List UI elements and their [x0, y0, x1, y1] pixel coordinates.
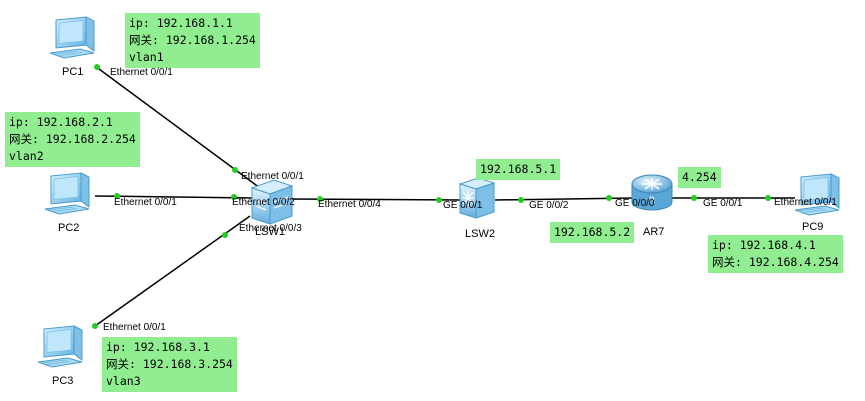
note-pc3-ip: ip: 192.168.3.1 [106, 340, 210, 354]
port-label-ar7-ge000: GE 0/0/0 [615, 198, 655, 209]
note-pc3-vlan: vlan3 [106, 374, 141, 388]
port-dot-lsw1-e001 [232, 167, 238, 173]
port-dot-lsw1-e003 [222, 232, 228, 238]
note-pc1-ip: ip: 192.168.1.1 [129, 16, 233, 30]
link-pc1-lsw1[interactable] [94, 65, 261, 189]
device-label-pc2: PC2 [58, 222, 80, 234]
note-lsw2-ip: 192.168.5.1 [476, 159, 561, 180]
port-label-pc2-e001: Ethernet 0/0/1 [114, 197, 177, 208]
note-pc2: ip: 192.168.2.1 网关: 192.168.2.254 vlan2 [5, 112, 140, 167]
link-pc3-lsw1[interactable] [94, 215, 251, 327]
port-label-ar7-ge001: GE 0/0/1 [703, 198, 743, 209]
pc3-icon[interactable] [37, 325, 83, 368]
note-pc2-vlan: vlan2 [9, 149, 44, 163]
lsw1-switch-icon[interactable] [250, 179, 294, 225]
port-dot-lsw2-ge002 [518, 197, 524, 203]
note-pc1: ip: 192.168.1.1 网关: 192.168.1.254 vlan1 [125, 13, 260, 68]
port-dot-lsw1-e004 [317, 196, 323, 202]
port-dot-pc2 [114, 193, 120, 199]
note-pc1-vlan: vlan1 [129, 50, 164, 64]
port-label-lsw2-ge001: GE 0/0/1 [443, 200, 483, 211]
port-dot-pc1 [94, 64, 100, 70]
port-dot-ar7-ge001 [691, 195, 697, 201]
link-lsw1-lsw2[interactable] [284, 198, 463, 201]
ar7-router-icon[interactable]: R [631, 174, 673, 211]
port-dot-ar7-ge000 [606, 195, 612, 201]
port-label-lsw1-e004: Ethernet 0/0/4 [318, 199, 381, 210]
note-pc9-gateway: 网关: 192.168.4.254 [712, 255, 839, 269]
note-pc3: ip: 192.168.3.1 网关: 192.168.3.254 vlan3 [102, 337, 237, 392]
note-pc1-gateway: 网关: 192.168.1.254 [129, 33, 256, 47]
port-dot-lsw1-e002 [231, 194, 237, 200]
device-label-pc9: PC9 [802, 221, 824, 233]
link-pc2-lsw1[interactable] [94, 195, 254, 199]
port-dots [92, 64, 771, 329]
note-ar7-ge001-ip: 4.254 [678, 167, 721, 188]
port-dot-pc3 [92, 323, 98, 329]
device-label-pc1: PC1 [62, 66, 84, 78]
device-label-lsw2: LSW2 [465, 228, 495, 240]
note-ar7-ge000-ip: 192.168.5.2 [550, 222, 635, 243]
device-label-ar7: AR7 [643, 226, 665, 238]
port-label-pc3-e001: Ethernet 0/0/1 [103, 322, 166, 333]
port-label-pc1-e001: Ethernet 0/0/1 [110, 67, 173, 78]
lsw2-switch-icon[interactable] [458, 177, 496, 219]
port-dot-lsw2-ge001 [436, 197, 442, 203]
port-dot-pc9 [765, 195, 771, 201]
port-label-lsw1-e003: Ethernet 0/0/3 [239, 223, 302, 234]
note-pc2-gateway: 网关: 192.168.2.254 [9, 132, 136, 146]
port-label-lsw2-ge002: GE 0/0/2 [529, 200, 569, 211]
note-pc9-ip: ip: 192.168.4.1 [712, 238, 816, 252]
port-label-lsw1-e002: Ethernet 0/0/2 [232, 197, 295, 208]
note-pc2-ip: ip: 192.168.2.1 [9, 115, 113, 129]
port-label-lsw1-e001: Ethernet 0/0/1 [241, 171, 304, 182]
links [94, 65, 795, 327]
pc1-icon[interactable] [49, 16, 95, 59]
router-badge: R [649, 196, 655, 206]
note-pc9: ip: 192.168.4.1 网关: 192.168.4.254 [708, 235, 843, 273]
port-label-pc9-e001: Ethernet 0/0/1 [774, 197, 837, 208]
pc2-icon[interactable] [44, 172, 90, 215]
note-pc3-gateway: 网关: 192.168.3.254 [106, 357, 233, 371]
device-label-lsw1: LSW1 [255, 226, 285, 238]
device-label-pc3: PC3 [52, 375, 74, 387]
